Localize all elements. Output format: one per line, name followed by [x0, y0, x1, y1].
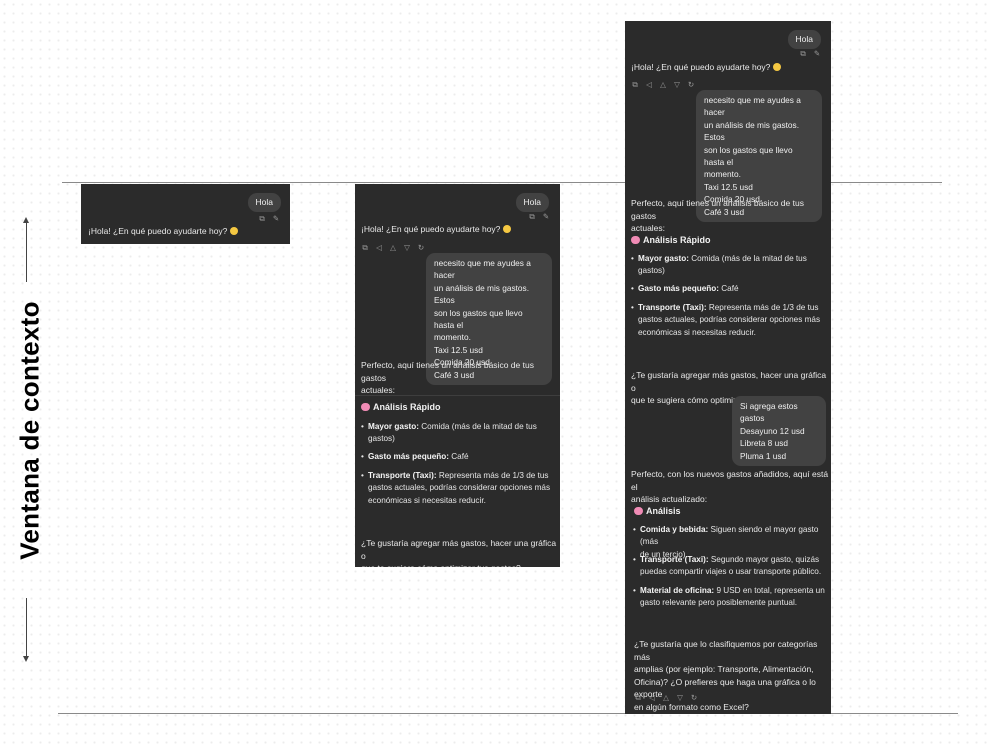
quick-analysis-heading: Análisis Rápido — [631, 234, 711, 247]
user-message-hola: Hola — [247, 193, 281, 212]
regenerate-icon[interactable]: ↻ — [687, 80, 695, 89]
copy-icon[interactable]: ⧉ — [632, 80, 638, 89]
thumbs-up-icon[interactable]: △ — [660, 80, 666, 89]
message-actions: ⧉✎ — [528, 211, 550, 224]
context-top-line — [62, 182, 942, 183]
copy-icon[interactable]: ⧉ — [635, 693, 641, 702]
arrow-up-line — [26, 222, 27, 282]
speaker-icon[interactable]: ◁ — [376, 243, 382, 252]
chat-panel-3: Hola ⧉✎ ¡Hola! ¿En qué puedo ayudarte ho… — [625, 21, 831, 714]
smile-icon — [229, 227, 238, 235]
thumbs-down-icon[interactable]: ▽ — [677, 693, 683, 702]
list-item: Gasto más pequeño: Café — [361, 451, 548, 464]
arrow-down-icon — [23, 656, 29, 662]
list-item: Material de oficina: 9 USD en total, rep… — [633, 585, 826, 610]
list-item: Mayor gasto: Comida (más de la mitad de … — [631, 253, 818, 278]
regenerate-icon[interactable]: ↻ — [690, 693, 698, 702]
copy-icon[interactable]: ⧉ — [259, 214, 265, 223]
chat-panel-2: Hola ⧉✎ ¡Hola! ¿En qué puedo ayudarte ho… — [355, 184, 560, 567]
assistant-greeting: ¡Hola! ¿En qué puedo ayudarte hoy? — [88, 225, 238, 238]
user-message-hola: Hola — [787, 30, 821, 49]
edit-icon[interactable]: ✎ — [272, 214, 280, 223]
divider — [355, 395, 560, 396]
thumbs-up-icon[interactable]: △ — [663, 693, 669, 702]
list-item: Transporte (Taxi): Representa más de 1/3… — [631, 302, 826, 339]
quick-analysis-heading: Análisis Rápido — [361, 401, 441, 414]
copy-icon[interactable]: ⧉ — [529, 212, 535, 221]
assistant-question-final: ¿Te gustaría que lo clasifiquemos por ca… — [634, 639, 818, 712]
smile-icon — [772, 63, 781, 71]
smile-icon — [502, 225, 511, 233]
copy-icon[interactable]: ⧉ — [800, 49, 806, 58]
list-item: Transporte (Taxi): Representa más de 1/3… — [361, 470, 553, 507]
chat-panel-1: Hola ⧉✎ ¡Hola! ¿En qué puedo ayudarte ho… — [81, 184, 290, 244]
message-actions: ⧉✎ — [799, 48, 821, 61]
assistant-perfect-updated: Perfecto, con los nuevos gastos añadidos… — [631, 469, 829, 505]
response-actions: ⧉ ◁ △ ▽ ↻ — [634, 692, 698, 705]
edit-icon[interactable]: ✎ — [542, 212, 550, 221]
context-window-label: Ventana de contexto — [14, 301, 45, 560]
list-item: Transporte (Taxi): Segundo mayor gasto, … — [633, 554, 826, 579]
response-actions: ⧉ ◁ △ ▽ ↻ — [631, 79, 695, 92]
list-item: Mayor gasto: Comida (más de la mitad de … — [361, 421, 548, 446]
thumbs-down-icon[interactable]: ▽ — [674, 80, 680, 89]
assistant-question: ¿Te gustaría agregar más gastos, hacer u… — [631, 370, 827, 406]
context-bottom-line — [58, 713, 958, 714]
assistant-question: ¿Te gustaría agregar más gastos, hacer u… — [361, 538, 557, 567]
assistant-perfect: Perfecto, aquí tienes un análisis básico… — [361, 360, 534, 396]
assistant-greeting: ¡Hola! ¿En qué puedo ayudarte hoy? — [361, 223, 511, 236]
regenerate-icon[interactable]: ↻ — [417, 243, 425, 252]
thumbs-up-icon[interactable]: △ — [390, 243, 396, 252]
brain-icon — [361, 403, 370, 411]
list-item: Gasto más pequeño: Café — [631, 283, 818, 296]
brain-icon — [634, 507, 643, 515]
assistant-greeting: ¡Hola! ¿En qué puedo ayudarte hoy? — [631, 61, 781, 74]
thumbs-down-icon[interactable]: ▽ — [404, 243, 410, 252]
message-actions: ⧉✎ — [258, 213, 280, 226]
arrow-down-line — [26, 598, 27, 656]
response-actions: ⧉ ◁ △ ▽ ↻ — [361, 242, 425, 255]
speaker-icon[interactable]: ◁ — [646, 80, 652, 89]
copy-icon[interactable]: ⧉ — [362, 243, 368, 252]
edit-icon[interactable]: ✎ — [813, 49, 821, 58]
brain-icon — [631, 236, 640, 244]
analysis-heading: Análisis — [634, 505, 681, 518]
speaker-icon[interactable]: ◁ — [649, 693, 655, 702]
user-message-hola: Hola — [515, 193, 549, 212]
arrow-up-icon — [23, 217, 29, 223]
assistant-perfect: Perfecto, aquí tienes un análisis básico… — [631, 198, 804, 234]
